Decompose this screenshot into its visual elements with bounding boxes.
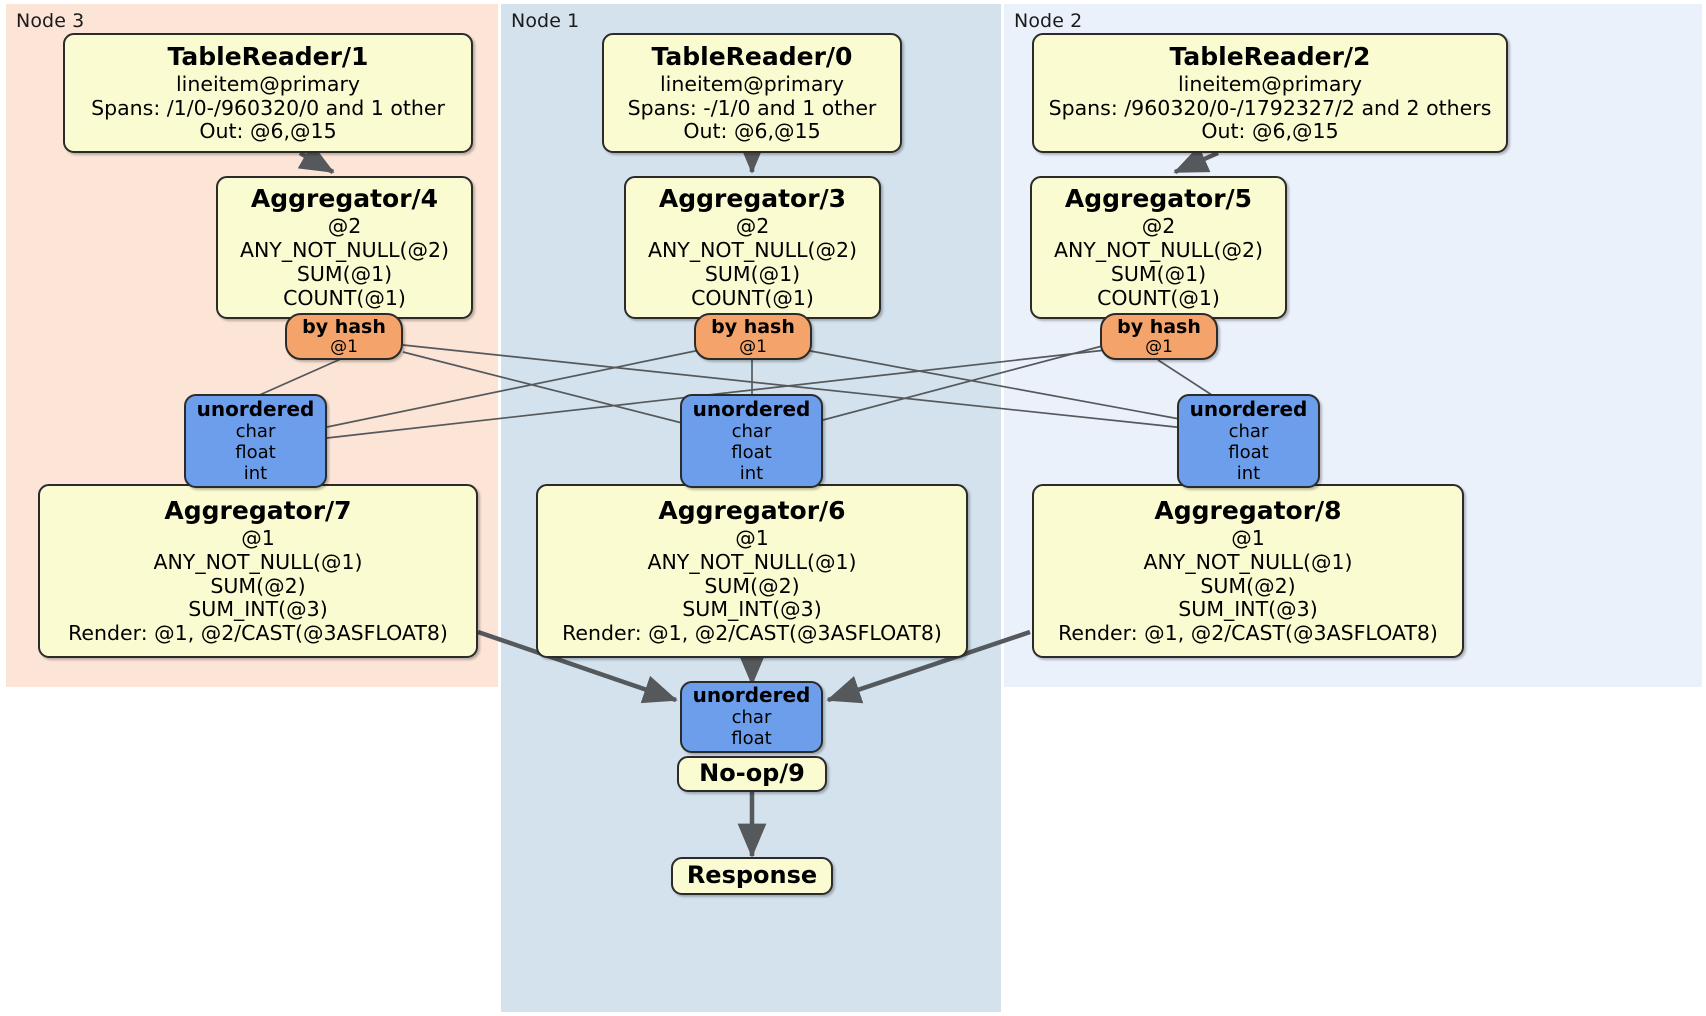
- processor-title: Aggregator/3: [658, 184, 847, 214]
- processor-title: TableReader/2: [1169, 41, 1371, 71]
- processor-title: TableReader/1: [167, 41, 369, 71]
- processor-func-2: SUM(@1): [296, 262, 393, 286]
- response-title: Response: [686, 861, 818, 890]
- processor-out: Out: @6,@15: [683, 119, 821, 144]
- processor-title: Aggregator/4: [250, 184, 439, 214]
- processor-title: Aggregator/7: [164, 496, 352, 526]
- synchronizer-type-2: float: [235, 441, 276, 463]
- synchronizer-type-2: float: [731, 441, 772, 463]
- processor-aggregator-8[interactable]: Aggregator/8 @1 ANY_NOT_NULL(@1) SUM(@2)…: [1032, 484, 1464, 658]
- processor-title: Aggregator/8: [1154, 496, 1342, 526]
- processor-func-3: COUNT(@1): [691, 285, 814, 310]
- processor-func-1: ANY_NOT_NULL(@2): [647, 238, 858, 263]
- processor-render: Render: @1, @2/CAST(@3ASFLOAT8): [1058, 621, 1438, 646]
- processor-tablereader-2[interactable]: TableReader/2 lineitem@primary Spans: /9…: [1032, 33, 1508, 153]
- processor-func-3: SUM_INT(@3): [1178, 597, 1318, 622]
- router-title: by hash: [711, 315, 795, 338]
- synchronizer-type-2: float: [1228, 441, 1269, 463]
- processor-render: Render: @1, @2/CAST(@3ASFLOAT8): [68, 621, 448, 646]
- synchronizer-title: unordered: [196, 396, 315, 421]
- processor-aggregator-3[interactable]: Aggregator/3 @2 ANY_NOT_NULL(@2) SUM(@1)…: [624, 176, 881, 319]
- processor-func-1: ANY_NOT_NULL(@1): [1143, 549, 1353, 574]
- processor-func-1: ANY_NOT_NULL(@1): [153, 549, 363, 574]
- processor-title: TableReader/0: [651, 41, 853, 71]
- processor-spans: Spans: /1/0-/960320/0 and 1 other: [91, 95, 445, 120]
- synchronizer-title: unordered: [692, 396, 811, 421]
- synchronizer-unordered-final[interactable]: unordered char float: [680, 681, 823, 753]
- synchronizer-title: unordered: [692, 683, 811, 708]
- processor-func-3: SUM_INT(@3): [188, 597, 328, 622]
- synchronizer-type-2: float: [731, 728, 772, 750]
- synchronizer-unordered-right[interactable]: unordered char float int: [1177, 394, 1320, 488]
- processor-func-3: COUNT(@1): [1097, 285, 1220, 310]
- processor-func-2: SUM(@1): [1110, 262, 1207, 286]
- processor-tablereader-0[interactable]: TableReader/0 lineitem@primary Spans: -/…: [602, 33, 902, 153]
- processor-func-1: ANY_NOT_NULL(@2): [1053, 238, 1264, 263]
- router-column: @1: [330, 336, 358, 357]
- synchronizer-type-1: char: [731, 420, 772, 442]
- router-column: @1: [1145, 336, 1173, 357]
- processor-aggregator-6[interactable]: Aggregator/6 @1 ANY_NOT_NULL(@1) SUM(@2)…: [536, 484, 968, 658]
- processor-func-3: SUM_INT(@3): [682, 597, 822, 622]
- processor-table: lineitem@primary: [1177, 71, 1363, 96]
- processor-title: Aggregator/5: [1064, 184, 1253, 214]
- processor-out: Out: @6,@15: [1201, 119, 1339, 144]
- processor-func-2: SUM(@2): [1200, 573, 1296, 598]
- processor-group-cols: @1: [241, 526, 275, 551]
- processor-aggregator-7[interactable]: Aggregator/7 @1 ANY_NOT_NULL(@1) SUM(@2)…: [38, 484, 478, 658]
- synchronizer-type-1: char: [235, 420, 276, 442]
- processor-aggregator-5[interactable]: Aggregator/5 @2 ANY_NOT_NULL(@2) SUM(@1)…: [1030, 176, 1287, 319]
- processor-group-cols: @2: [735, 214, 770, 239]
- processor-aggregator-4[interactable]: Aggregator/4 @2 ANY_NOT_NULL(@2) SUM(@1)…: [216, 176, 473, 319]
- processor-func-2: SUM(@2): [210, 573, 306, 598]
- router-by-hash-left[interactable]: by hash @1: [285, 313, 403, 360]
- router-by-hash-right[interactable]: by hash @1: [1100, 313, 1218, 360]
- router-column: @1: [739, 336, 767, 357]
- processor-func-2: SUM(@2): [704, 573, 800, 598]
- node-panel-label-node3: Node 3: [16, 10, 85, 32]
- processor-table: lineitem@primary: [659, 71, 845, 96]
- router-by-hash-middle[interactable]: by hash @1: [694, 313, 812, 360]
- processor-noop-9[interactable]: No-op/9: [677, 756, 827, 792]
- synchronizer-type-3: int: [739, 462, 764, 484]
- synchronizer-type-3: int: [1236, 462, 1261, 484]
- processor-group-cols: @2: [1141, 214, 1176, 239]
- processor-render: Render: @1, @2/CAST(@3ASFLOAT8): [562, 621, 942, 646]
- processor-func-2: SUM(@1): [704, 262, 801, 286]
- processor-spans: Spans: /960320/0-/1792327/2 and 2 others: [1048, 95, 1492, 120]
- processor-title: No-op/9: [699, 759, 805, 788]
- processor-group-cols: @2: [327, 214, 362, 239]
- synchronizer-title: unordered: [1189, 396, 1308, 421]
- router-title: by hash: [302, 315, 386, 338]
- node-panel-label-node2: Node 2: [1014, 10, 1083, 32]
- response-node[interactable]: Response: [671, 857, 833, 895]
- processor-func-1: ANY_NOT_NULL(@2): [239, 238, 450, 263]
- synchronizer-unordered-middle[interactable]: unordered char float int: [680, 394, 823, 488]
- node-panel-label-node1: Node 1: [511, 10, 580, 32]
- synchronizer-type-3: int: [243, 462, 268, 484]
- synchronizer-unordered-left[interactable]: unordered char float int: [184, 394, 327, 488]
- synchronizer-type-1: char: [1228, 420, 1269, 442]
- processor-out: Out: @6,@15: [199, 119, 337, 144]
- processor-group-cols: @1: [1231, 526, 1265, 551]
- processor-spans: Spans: -/1/0 and 1 other: [627, 95, 877, 120]
- processor-group-cols: @1: [735, 526, 769, 551]
- processor-tablereader-1[interactable]: TableReader/1 lineitem@primary Spans: /1…: [63, 33, 473, 153]
- synchronizer-type-1: char: [731, 707, 772, 729]
- processor-func-3: COUNT(@1): [283, 285, 406, 310]
- processor-table: lineitem@primary: [175, 71, 361, 96]
- processor-func-1: ANY_NOT_NULL(@1): [647, 549, 857, 574]
- processor-title: Aggregator/6: [658, 496, 846, 526]
- router-title: by hash: [1117, 315, 1201, 338]
